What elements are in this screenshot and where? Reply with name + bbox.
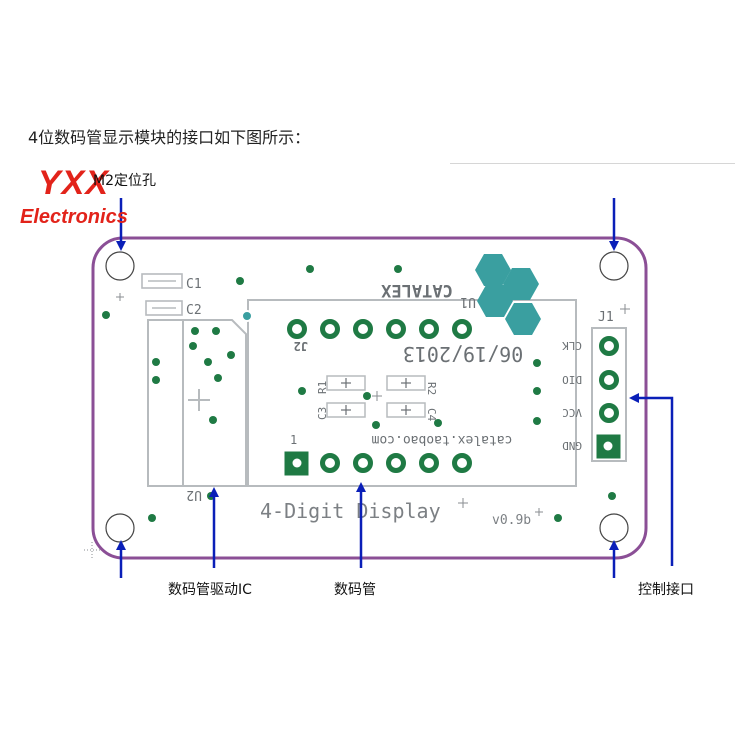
callout-control-port: 控制接口 [638, 582, 694, 598]
arrow-control-port [629, 393, 674, 566]
callout-display: 数码管 [334, 582, 376, 598]
watermark-yxx: YXX [38, 164, 110, 202]
label-j1: J1 [598, 310, 614, 325]
callout-mount-hole: M2定位孔 [93, 173, 156, 189]
ic-pin1-marker [241, 310, 253, 322]
callout-driver-ic: 数码管驱动IC [168, 582, 252, 598]
small-components-marks [341, 378, 411, 415]
mount-hole-top-right [599, 251, 629, 281]
mount-hole-bottom-left [105, 513, 135, 543]
label-c3: C3 [316, 407, 329, 420]
label-u1: U1 [460, 294, 476, 309]
label-catalex: CATALEX [380, 280, 452, 300]
separator-line [450, 163, 735, 164]
display-pads-top [287, 319, 472, 339]
label-url: catalex.taobao.com [371, 432, 512, 447]
callout-arrows [116, 198, 674, 578]
mount-hole-bottom-right [599, 513, 629, 543]
intro-text: 4位数码管显示模块的接口如下图所示： [28, 128, 311, 147]
pin-label-gnd: GND [562, 439, 582, 452]
pin-label-vcc: VCC [562, 406, 582, 419]
pin-label-dio: DIO [562, 373, 582, 386]
catalex-logo-icon [475, 254, 541, 335]
display-outline [247, 299, 577, 487]
watermark-electronics: Electronics [20, 206, 128, 228]
label-c1: C1 [186, 277, 202, 292]
cap-c1 [141, 273, 183, 289]
vias [102, 265, 616, 522]
cap-c2 [145, 300, 183, 316]
label-date: 06/19/2013 [403, 342, 523, 366]
label-r2: R2 [425, 382, 438, 395]
mount-hole-top-left [105, 251, 135, 281]
pin-label-clk: CLK [562, 339, 582, 352]
label-j2: J2 [294, 339, 308, 353]
header-outline [591, 327, 627, 462]
label-board-title: 4-Digit Display [260, 499, 441, 523]
label-c4: C4 [425, 408, 438, 422]
plus-marks [84, 293, 630, 558]
label-c2: C2 [186, 303, 202, 318]
header-pin-labels: CLK DIO VCC GND [562, 339, 582, 452]
label-r1: R1 [316, 381, 329, 394]
display-pads-bottom [284, 451, 472, 476]
label-u2: U2 [186, 487, 202, 502]
header-gnd-hole [603, 441, 613, 451]
driver-ic-outline [147, 319, 247, 487]
label-pin-1: 1 [290, 433, 297, 447]
label-version: v0.9b [492, 513, 531, 528]
